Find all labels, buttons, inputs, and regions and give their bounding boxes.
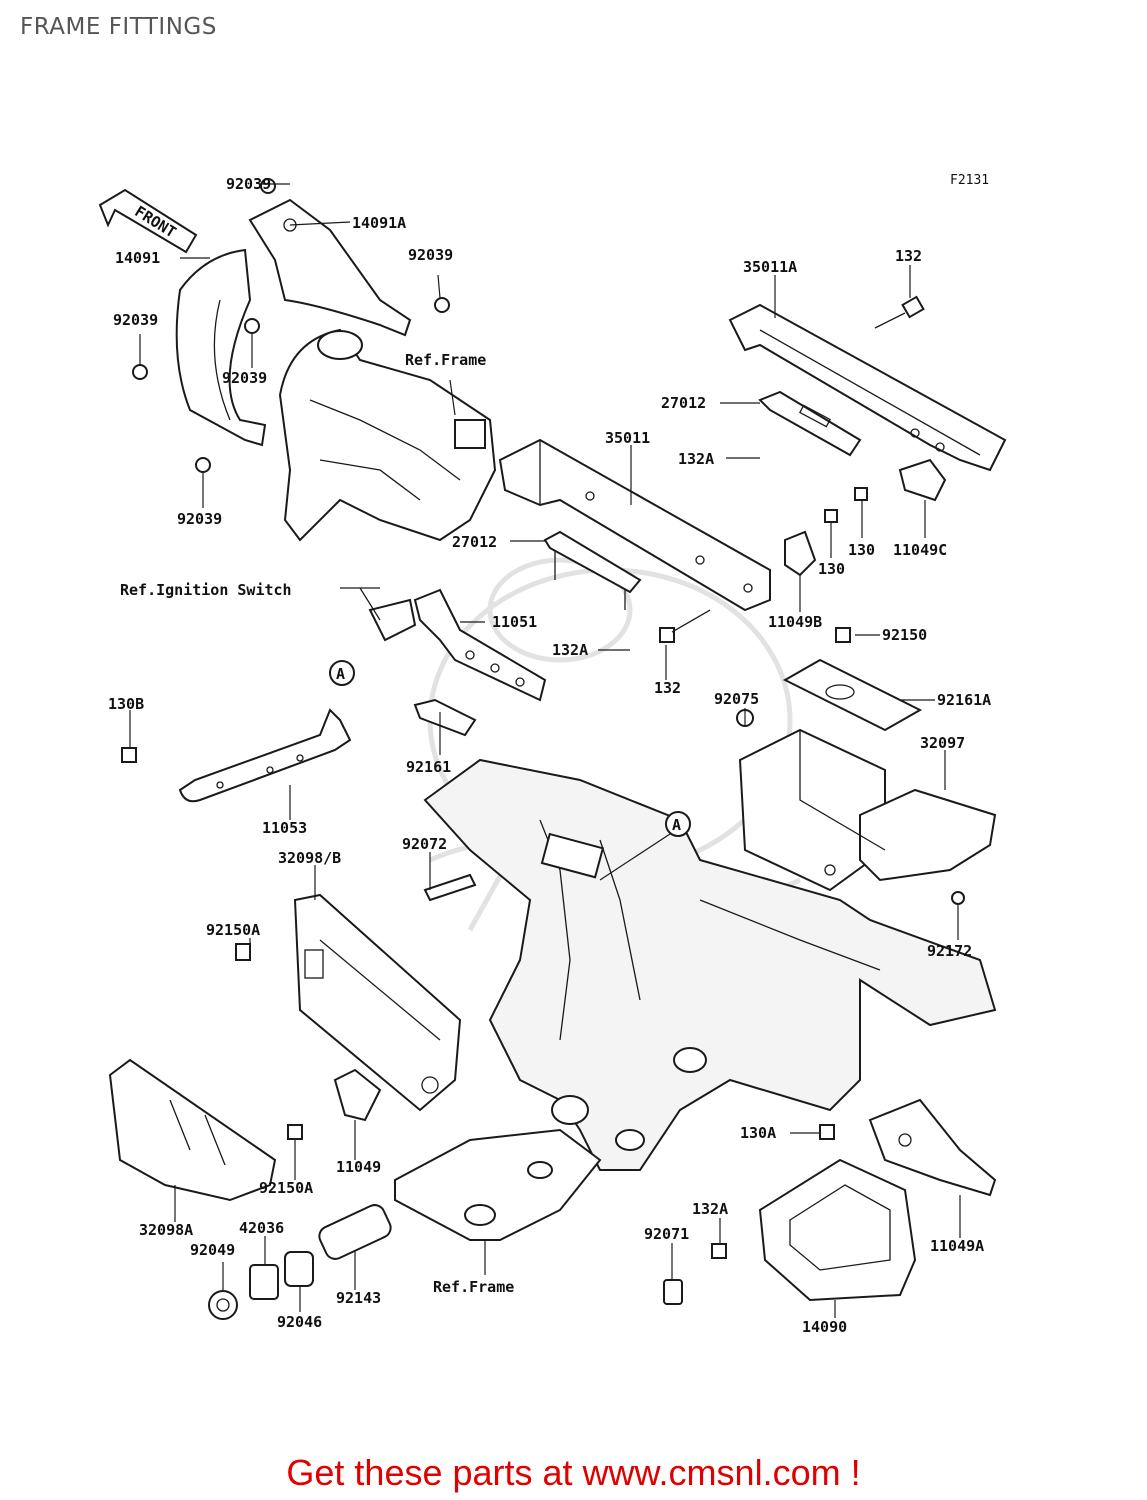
reference-marker-a-right: A — [599, 811, 691, 881]
callout-92150A: 92150A — [259, 1179, 313, 1197]
battery-case-32097 — [738, 728, 997, 892]
callout-14091: 14091 — [115, 249, 160, 267]
callout-35011: 35011 — [605, 429, 650, 447]
bracket-11049C — [898, 458, 947, 502]
callout-132A: 132A — [552, 641, 588, 659]
bracket-11049 — [333, 1068, 382, 1122]
screw-92172 — [951, 891, 965, 905]
callout-35011A: 35011A — [743, 258, 797, 276]
bolt-92072 — [423, 873, 477, 902]
bracket-11051 — [368, 588, 547, 702]
callout-132: 132 — [895, 247, 922, 265]
collar-42036 — [249, 1264, 279, 1300]
bolt-130A — [819, 1124, 835, 1140]
callout-92075: 92075 — [714, 690, 759, 708]
tray-14090 — [758, 1158, 917, 1302]
side-cover-14091 — [175, 248, 267, 447]
plate-27012-top — [758, 390, 862, 457]
callout-27012: 27012 — [661, 394, 706, 412]
footer-promo-link[interactable]: Get these parts at www.cmsnl.com ! — [286, 1452, 861, 1493]
bolt-132A-bottom — [711, 1243, 727, 1259]
callout-130: 130 — [818, 560, 845, 578]
callout-92039: 92039 — [222, 369, 267, 387]
svg-text:A: A — [336, 665, 345, 683]
callout-92172: 92172 — [927, 942, 972, 960]
callout-92150: 92150 — [882, 626, 927, 644]
main-frame — [423, 758, 997, 1171]
bracket-11053 — [178, 708, 352, 803]
leader-lines — [129, 183, 961, 1318]
callout-27012: 27012 — [452, 533, 497, 551]
callout-11049: 11049 — [336, 1158, 381, 1176]
ref-ignition-switch-label: Ref.Ignition Switch — [120, 581, 292, 599]
bracket-11049A — [868, 1098, 997, 1197]
plate-27012-mid — [543, 530, 642, 610]
callout-92161A: 92161A — [937, 691, 991, 709]
callout-132: 132 — [654, 679, 681, 697]
side-cover-32098B — [293, 893, 462, 1112]
cover-35011A — [728, 303, 1007, 472]
cover-35011 — [498, 438, 771, 612]
ref-frame-top-label: Ref.Frame — [405, 351, 486, 369]
callout-92143: 92143 — [336, 1289, 381, 1307]
callout-92071: 92071 — [644, 1225, 689, 1243]
ref-frame-bottom-label: Ref.Frame — [433, 1278, 514, 1296]
callout-11049A: 11049A — [930, 1237, 984, 1255]
bearing-92046 — [284, 1251, 314, 1287]
callout-130B: 130B — [108, 695, 144, 713]
front-arrow-icon: FRONT — [98, 188, 198, 254]
pad-92161A — [782, 658, 923, 732]
bolt-132-top — [874, 295, 925, 329]
callout-14091A: 14091A — [352, 214, 406, 232]
callout-11049B: 11049B — [768, 613, 822, 631]
callout-92049: 92049 — [190, 1241, 235, 1259]
bolt-130B — [121, 747, 137, 763]
callout-130: 130 — [848, 541, 875, 559]
callout-92039: 92039 — [408, 246, 453, 264]
callout-42036: 42036 — [239, 1219, 284, 1237]
callout-92039: 92039 — [177, 510, 222, 528]
callout-130A: 130A — [740, 1124, 776, 1142]
bracket-11049B — [784, 530, 817, 577]
bolt-130 — [824, 487, 868, 523]
clip-92071 — [663, 1279, 683, 1305]
sleeve-92143 — [318, 1204, 392, 1260]
cover-32098A — [108, 1058, 277, 1202]
bolt-92150A-top — [235, 943, 251, 961]
reference-marker-a-left: A — [329, 660, 355, 686]
callout-32098B: 32098/B — [278, 849, 341, 867]
callout-11049C: 11049C — [893, 541, 947, 559]
bolt-92150 — [835, 627, 851, 643]
callout-92039: 92039 — [113, 311, 158, 329]
callout-92039: 92039 — [226, 175, 271, 193]
callout-14090: 14090 — [802, 1318, 847, 1336]
callout-92150A: 92150A — [206, 921, 260, 939]
page-title: FRAME FITTINGS — [20, 14, 217, 40]
bolt-92150A-bottom — [287, 1124, 303, 1140]
swingarm — [394, 1128, 602, 1241]
callout-92046: 92046 — [277, 1313, 322, 1331]
callout-32097: 32097 — [920, 734, 965, 752]
figure-code: F2131 — [950, 173, 990, 188]
bolt-132-mid — [659, 609, 711, 643]
callout-92072: 92072 — [402, 835, 447, 853]
plate-92161 — [413, 698, 477, 737]
callout-11051: 11051 — [492, 613, 537, 631]
callout-32098A: 32098A — [139, 1221, 193, 1239]
svg-text:A: A — [672, 816, 681, 834]
callout-132A: 132A — [692, 1200, 728, 1218]
nut-92049 — [208, 1290, 238, 1320]
callout-11053: 11053 — [262, 819, 307, 837]
frame-headstock — [278, 328, 497, 542]
callout-132A: 132A — [678, 450, 714, 468]
callout-92161: 92161 — [406, 758, 451, 776]
